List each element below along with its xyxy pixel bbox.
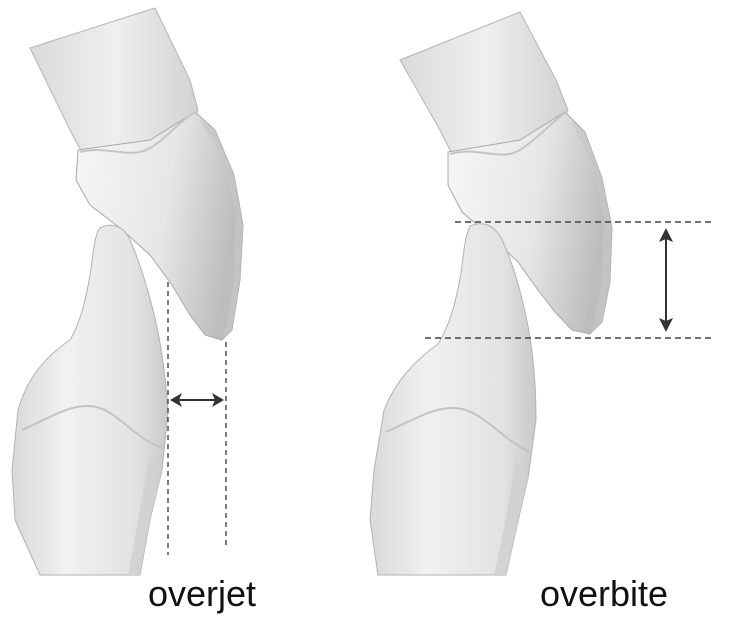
overbite-measure-arrow [659, 228, 673, 332]
lower-cej-line-left [21, 405, 163, 449]
overjet-label: overjet [148, 573, 257, 614]
overjet-measure-arrow [170, 393, 224, 407]
upper-cej-line-right [449, 111, 567, 156]
lower-cej-line-right [385, 407, 531, 453]
overjet-panel [11, 7, 244, 576]
lower-root-shadow-right [494, 460, 528, 575]
lower-incisor-right [369, 223, 537, 576]
lower-root-shadow-left [128, 455, 162, 575]
overbite-label: overbite [540, 573, 669, 614]
overbite-panel [369, 11, 715, 576]
upper-cej-line-left [79, 111, 197, 154]
lower-incisor-left [11, 224, 169, 576]
upper-crown-shadow-left [200, 120, 243, 340]
